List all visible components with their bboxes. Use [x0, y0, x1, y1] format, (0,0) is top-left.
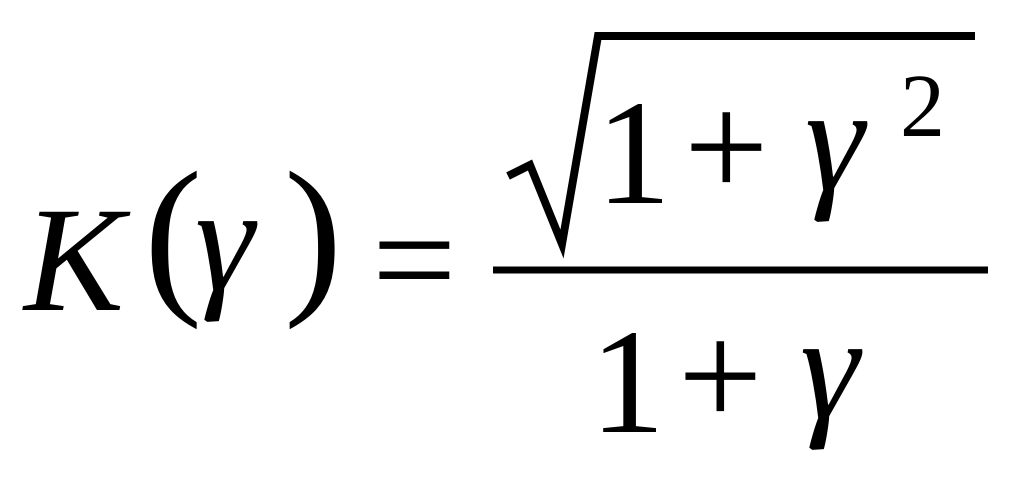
numerator-variable: γ	[805, 57, 868, 223]
denominator-one: 1	[590, 299, 665, 465]
numerator-one: 1	[596, 70, 671, 236]
square-root-icon	[506, 32, 975, 259]
equals-sign: =	[372, 177, 457, 343]
open-paren: (	[144, 136, 202, 330]
denominator-plus: +	[678, 293, 763, 459]
denominator-variable: γ	[800, 285, 863, 451]
numerator-exponent: 2	[900, 57, 945, 156]
argument-variable: γ	[195, 157, 258, 323]
close-paren: )	[284, 136, 342, 330]
numerator-plus: +	[684, 64, 769, 230]
function-symbol: K	[22, 177, 131, 343]
